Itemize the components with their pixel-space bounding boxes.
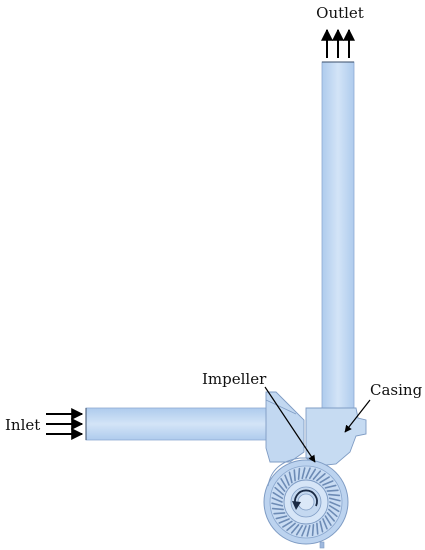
impeller-blade (275, 515, 288, 520)
impeller-blade (316, 472, 326, 482)
impeller-blade (328, 497, 341, 502)
impeller-blade (272, 491, 284, 500)
inlet-flange (265, 391, 305, 463)
impeller-blade (280, 478, 288, 489)
impeller-blade (329, 501, 341, 507)
impeller-blade (276, 482, 286, 492)
impeller-blade (319, 520, 324, 533)
impeller-blade (328, 508, 338, 518)
impeller-blade (271, 507, 284, 511)
impeller-blade (322, 480, 334, 486)
impeller-blade (319, 476, 330, 484)
impeller-blade (322, 518, 328, 530)
outlet-label: Outlet (316, 4, 364, 22)
impeller-blade (290, 524, 300, 534)
impeller-blade (328, 504, 340, 513)
impeller-blade (316, 522, 319, 535)
outlet-arrows-icon (321, 28, 355, 58)
impeller-blade (326, 512, 336, 522)
impeller-blade (286, 522, 296, 532)
impeller-blade (312, 470, 322, 480)
impeller-blade (311, 524, 315, 537)
impeller-blade (301, 525, 307, 537)
impeller-blade (278, 518, 290, 524)
rotation-arrow-icon (292, 489, 318, 510)
impeller-hub (283, 479, 329, 525)
impeller-blade (295, 524, 304, 536)
impeller-blade (328, 493, 341, 497)
impeller-blade (273, 512, 286, 515)
impeller-blade (271, 497, 283, 503)
impeller-blade (288, 471, 293, 484)
outlet-pipe (321, 61, 355, 409)
impeller-blade (284, 474, 290, 486)
impeller-blade (305, 467, 311, 479)
impeller-blade (293, 469, 296, 482)
impeller-blade (324, 515, 332, 526)
impeller-blade (306, 524, 311, 537)
casing-label: Casing (370, 381, 423, 399)
impeller-label: Impeller (202, 370, 267, 388)
impeller-blade (271, 502, 284, 507)
impeller (271, 467, 341, 537)
impeller-blade (274, 486, 284, 496)
impeller-blade (324, 484, 337, 489)
inlet-pipe (85, 407, 273, 441)
casing-leader (344, 399, 371, 433)
inlet-arrows-icon (46, 408, 84, 440)
impeller-blade (282, 520, 293, 528)
impeller-blade (326, 489, 339, 492)
impeller-leader (264, 386, 316, 463)
impeller-blade (308, 468, 317, 480)
impeller-blade (297, 467, 301, 480)
inlet-label: Inlet (5, 416, 40, 434)
impeller-blade (301, 467, 306, 480)
